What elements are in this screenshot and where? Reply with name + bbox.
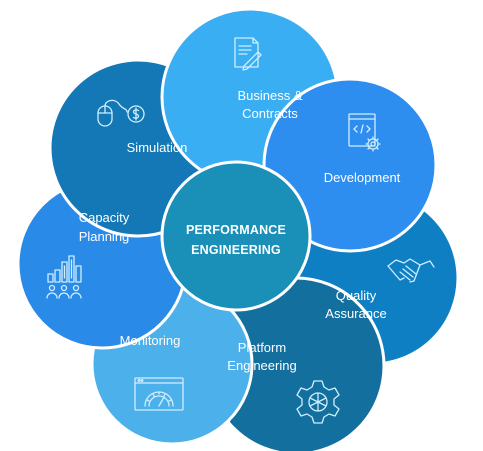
mouse-dollar-icon: [97, 99, 145, 127]
petal-development: [262, 77, 438, 253]
gear-icon: [296, 380, 340, 424]
center-title-line1: PERFORMANCE: [186, 223, 286, 237]
document-pen-icon: [234, 37, 262, 71]
business-contracts-label-line1: Business &: [237, 88, 302, 103]
people-bar-chart-icon: [46, 255, 82, 299]
business-contracts-label-line2: Contracts: [242, 106, 298, 121]
capacity-planning-label-line2: Planning: [79, 229, 130, 244]
monitoring-label: Monitoring: [120, 333, 181, 348]
capacity-planning-label-line1: Capacity: [79, 210, 130, 225]
development-label: Development: [324, 170, 401, 185]
quality-assurance-label-line2: Assurance: [325, 306, 386, 321]
center-title-line2: ENGINEERING: [191, 243, 281, 257]
simulation-label: Simulation: [127, 140, 188, 155]
code-window-gear-icon: [348, 113, 381, 152]
handshake-icon: [387, 258, 435, 283]
dashboard-gauge-icon: [134, 377, 184, 411]
platform-engineering-label-line1: Platform: [238, 340, 286, 355]
platform-engineering-label-line2: Engineering: [227, 358, 296, 373]
center-circle: [160, 160, 312, 312]
quality-assurance-label-line1: Quality: [336, 288, 377, 303]
